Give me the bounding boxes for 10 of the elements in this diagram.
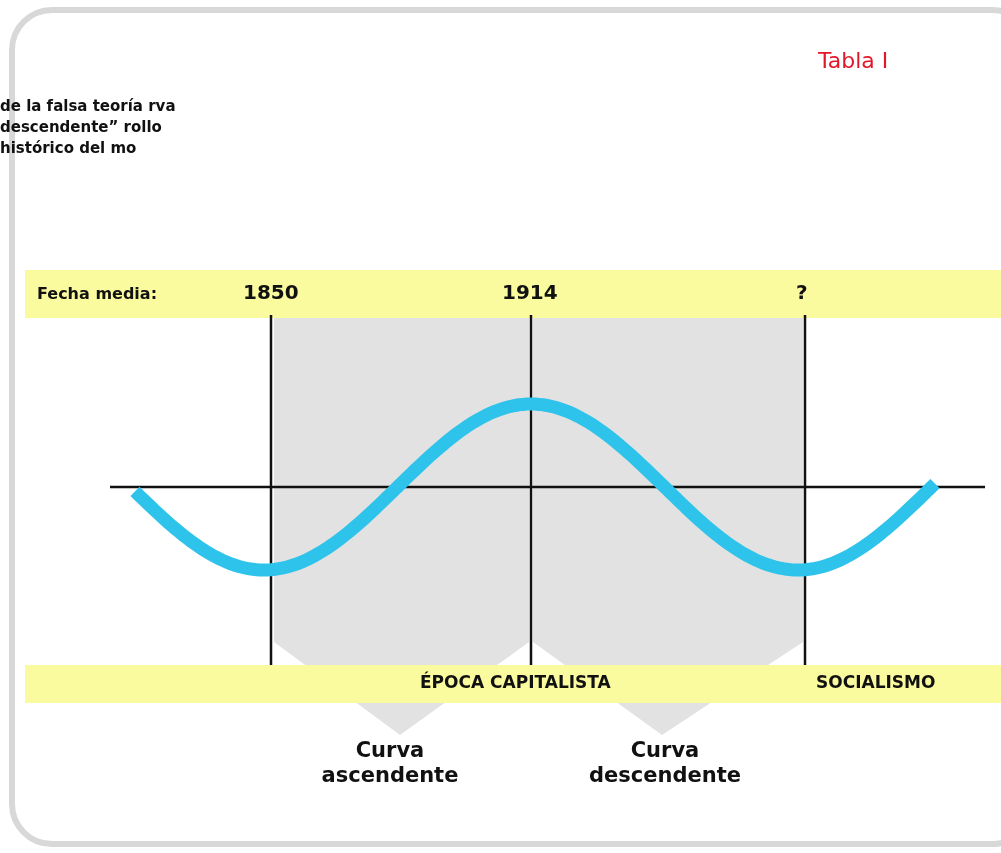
year-label: 1850 <box>243 280 299 304</box>
period-label: SOCIALISMO <box>816 672 936 692</box>
table-title: Tabla I <box>818 48 889 73</box>
year-label: 1914 <box>502 280 558 304</box>
intro-text: de la falsa teoría rva descendente” rollo histórico del mo <box>0 96 177 159</box>
row-label: Fecha media: <box>37 284 158 303</box>
year-label: ? <box>796 280 808 304</box>
curve-label: Curva ascendente <box>320 738 460 788</box>
period-label: ÉPOCA CAPITALISTA <box>420 672 611 692</box>
curve-label: Curva descendente <box>588 738 742 788</box>
